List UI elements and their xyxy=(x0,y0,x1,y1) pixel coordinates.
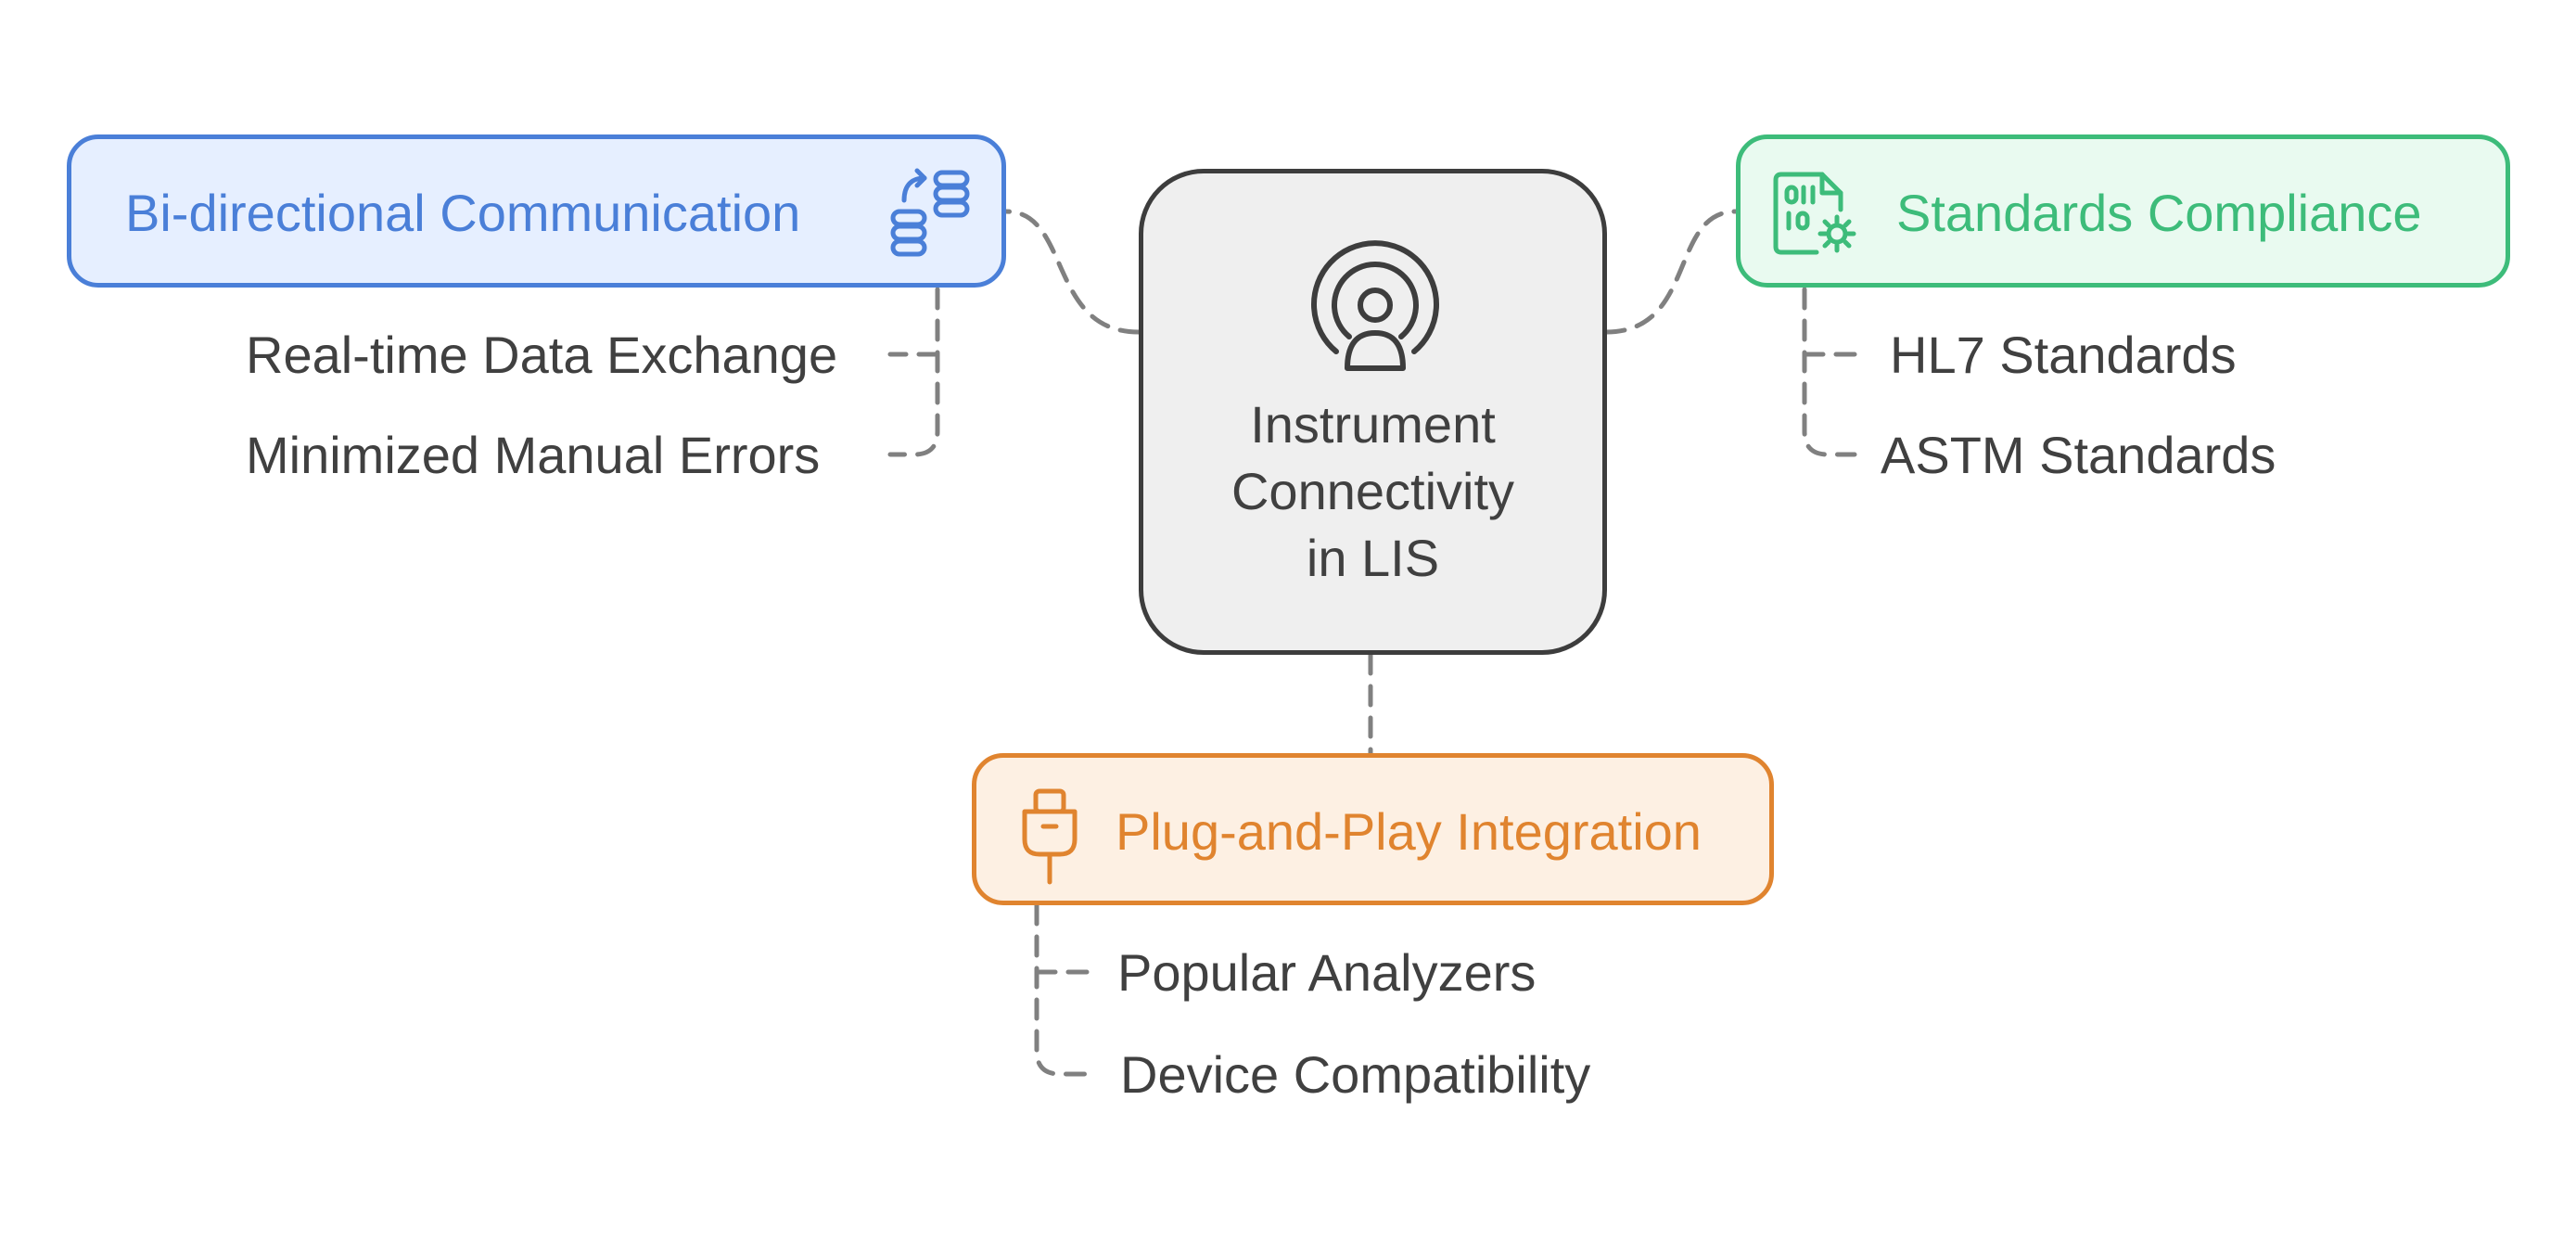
center-title-line-3: in LIS xyxy=(1306,529,1440,587)
standards-item-astm: ASTM Standards xyxy=(1881,426,2276,484)
center-node: Instrument Connectivity in LIS xyxy=(1139,169,1607,655)
connector-center-standards xyxy=(1603,209,1739,335)
plugplay-item-analyzers: Popular Analyzers xyxy=(1117,943,1537,1002)
standards-compliance-title: Standards Compliance xyxy=(1896,184,2422,242)
connector-bidirectional-items xyxy=(887,287,940,457)
bidirectional-communication-title: Bi-directional Communication xyxy=(125,184,801,242)
plug-and-play-title: Plug-and-Play Integration xyxy=(1116,802,1702,861)
center-title: Instrument Connectivity in LIS xyxy=(1143,391,1602,592)
bidirectional-communication-node: Bi-directional Communication xyxy=(67,134,1006,288)
plug-and-play-node: Plug-and-Play Integration xyxy=(972,753,1774,905)
plug-connector-icon xyxy=(1022,788,1078,885)
bidirectional-item-realtime: Real-time Data Exchange xyxy=(246,326,838,384)
plugplay-item-compatibility: Device Compatibility xyxy=(1120,1045,1591,1104)
connector-standards-items xyxy=(1802,287,1857,457)
connector-plugplay-items xyxy=(1034,902,1092,1077)
standards-compliance-node: Standards Compliance xyxy=(1736,134,2510,288)
database-sync-icon xyxy=(890,168,970,257)
connector-center-bidirectional xyxy=(1003,209,1141,335)
standards-item-hl7: HL7 Standards xyxy=(1890,326,2237,384)
binary-file-gear-icon xyxy=(1773,172,1856,255)
center-title-line-1: Instrument xyxy=(1250,395,1496,454)
broadcast-person-icon xyxy=(1311,240,1439,371)
bidirectional-item-errors: Minimized Manual Errors xyxy=(246,426,821,484)
center-title-line-2: Connectivity xyxy=(1231,462,1515,520)
